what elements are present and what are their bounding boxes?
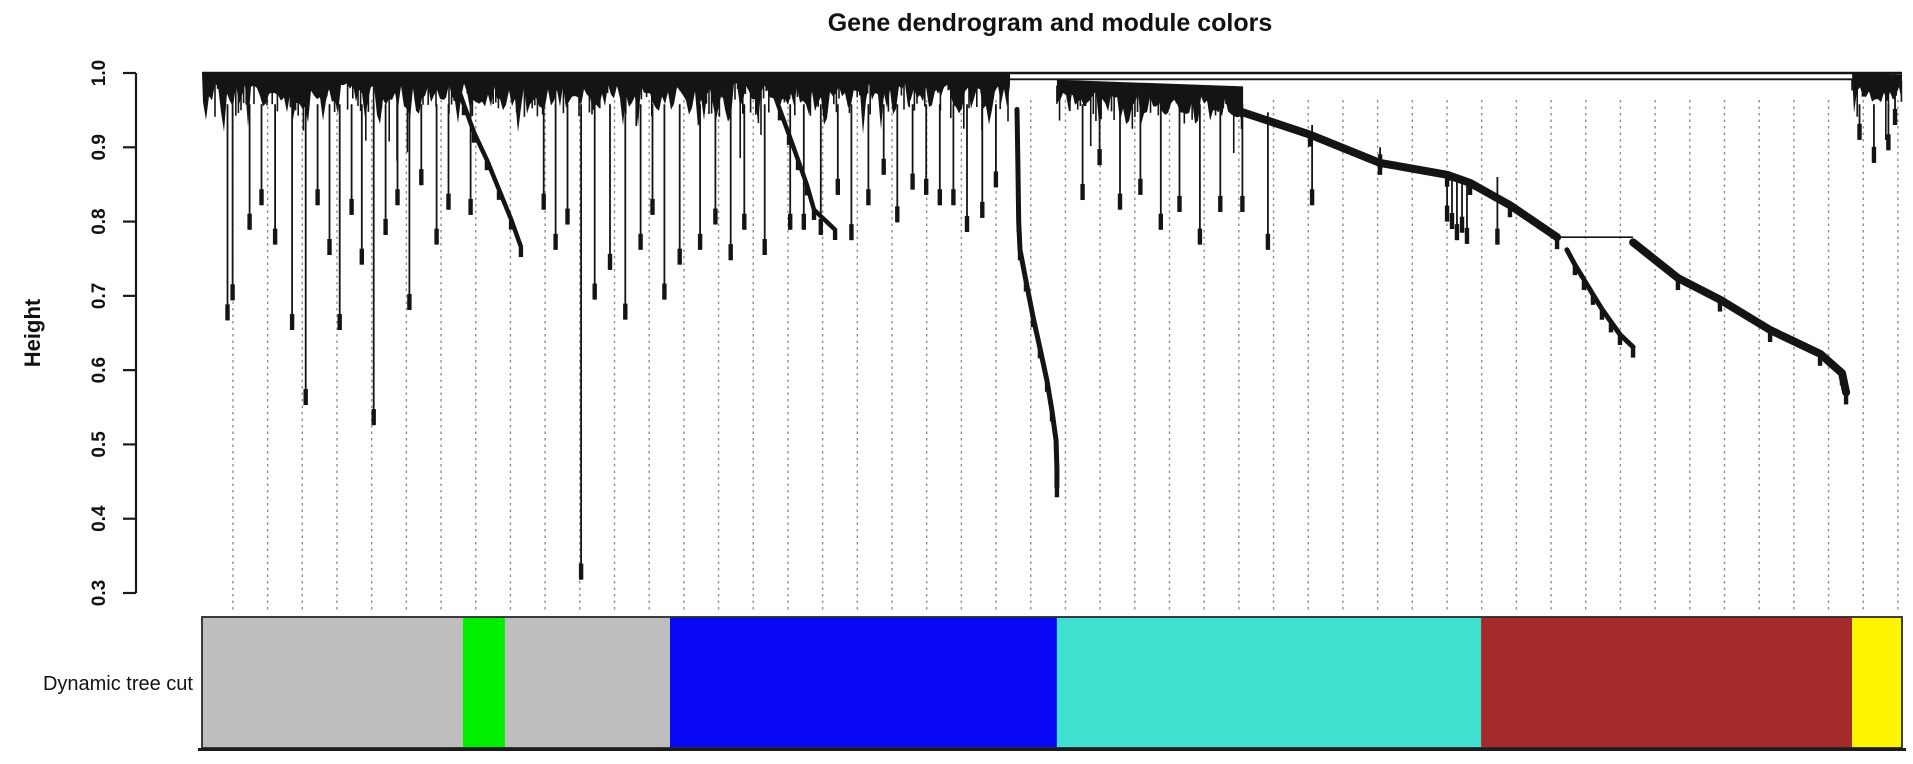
plot-content: 1.0 0.9 0.8 0.7 0.6 0.5 0.4 0.3 <box>89 60 1906 751</box>
y-tick-label: 0.9 <box>89 134 110 160</box>
module-segment-yellow <box>1852 617 1902 748</box>
y-tick-label: 0.4 <box>89 505 110 532</box>
module-color-bar <box>198 616 1906 751</box>
y-tick-label: 0.8 <box>89 208 110 234</box>
y-axis-label: Height <box>20 298 45 367</box>
module-segment-turquoise <box>1056 617 1482 748</box>
y-tick-label: 0.7 <box>89 283 110 309</box>
color-row-label: Dynamic tree cut <box>43 673 193 695</box>
y-axis: 1.0 0.9 0.8 0.7 0.6 0.5 0.4 0.3 <box>89 60 138 606</box>
module-segment-grey <box>202 617 463 748</box>
module-segment-brown <box>1481 617 1853 748</box>
chart-title: Gene dendrogram and module colors <box>828 9 1273 37</box>
guide-lines <box>232 100 1899 612</box>
y-tick-label: 0.5 <box>89 431 110 458</box>
dendrogram <box>202 71 1903 580</box>
module-segment-blue <box>670 617 1057 748</box>
module-segment-grey <box>504 617 671 748</box>
module-segment-green <box>462 617 505 748</box>
y-tick-label: 0.3 <box>89 580 110 606</box>
y-tick-label: 0.6 <box>89 357 110 383</box>
y-tick-label: 1.0 <box>89 60 110 86</box>
